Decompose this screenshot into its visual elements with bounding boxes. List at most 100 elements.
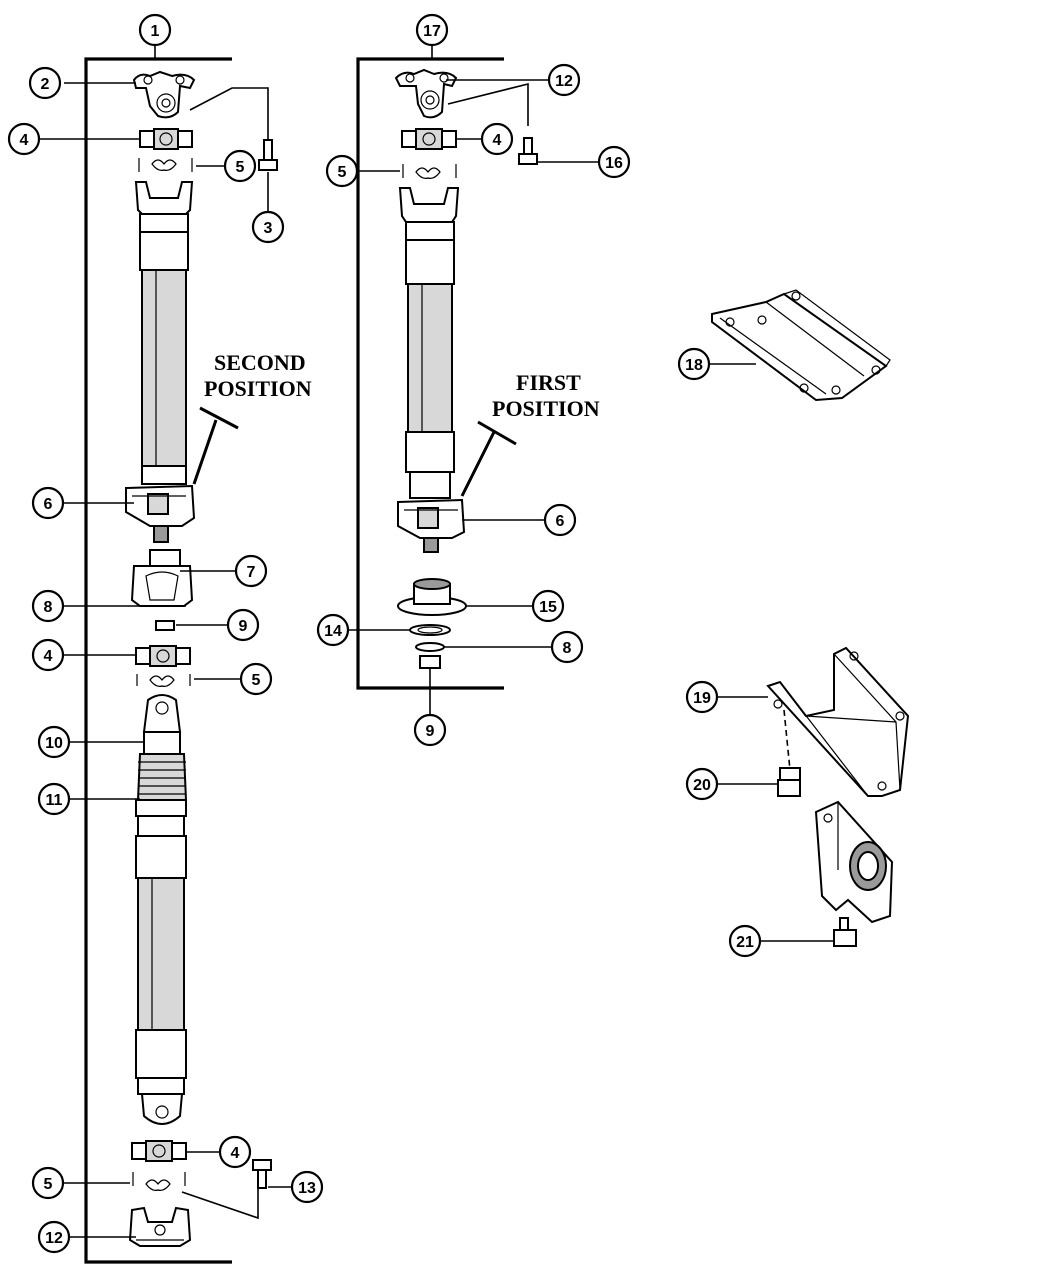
svg-text:4: 4 xyxy=(231,1145,240,1162)
svg-text:3: 3 xyxy=(264,220,273,237)
bolt-20 xyxy=(777,767,801,797)
mounting-bracket-19 xyxy=(766,646,910,797)
nut-9-assembly-17 xyxy=(419,655,441,669)
callout-7: 7 xyxy=(234,554,268,588)
svg-text:20: 20 xyxy=(693,777,711,794)
callout-4a: 4 xyxy=(7,122,41,156)
washer-8 xyxy=(415,642,445,652)
companion-flange-15 xyxy=(397,578,467,616)
callout-6a: 6 xyxy=(31,486,65,520)
svg-text:17: 17 xyxy=(423,23,441,40)
callout-2: 2 xyxy=(28,66,62,100)
svg-text:4: 4 xyxy=(44,648,53,665)
callout-10: 10 xyxy=(37,725,71,759)
callout-6b: 6 xyxy=(543,503,577,537)
assembly-17-frame xyxy=(356,44,504,690)
u-joint-lower xyxy=(131,1140,187,1162)
propeller-shaft-assembly-17 xyxy=(398,187,460,499)
u-joint-assembly-17 xyxy=(401,128,457,150)
second-position-line2: POSITION xyxy=(204,376,312,401)
nut-9 xyxy=(155,620,175,631)
callout-11: 11 xyxy=(37,782,71,816)
svg-text:7: 7 xyxy=(247,564,256,581)
svg-text:19: 19 xyxy=(693,690,711,707)
callout-12a: 12 xyxy=(37,1220,71,1254)
callout-14: 14 xyxy=(316,613,350,647)
svg-text:9: 9 xyxy=(239,618,248,635)
u-joint-upper xyxy=(139,128,193,150)
callout-15: 15 xyxy=(531,589,565,623)
u-joint-middle xyxy=(135,645,191,667)
svg-text:16: 16 xyxy=(605,155,623,172)
first-position-label: FIRST POSITION xyxy=(460,370,600,497)
svg-text:13: 13 xyxy=(298,1180,316,1197)
svg-text:6: 6 xyxy=(44,496,53,513)
callout-4d: 4 xyxy=(480,122,514,156)
svg-text:10: 10 xyxy=(45,735,63,752)
svg-text:4: 4 xyxy=(20,132,29,149)
callout-13: 13 xyxy=(290,1170,324,1204)
washer-14 xyxy=(409,624,451,636)
svg-text:9: 9 xyxy=(426,723,435,740)
callout-8b: 8 xyxy=(550,630,584,664)
svg-text:14: 14 xyxy=(324,623,342,640)
svg-text:2: 2 xyxy=(41,76,50,93)
center-bearing-assembly-17 xyxy=(397,498,466,553)
svg-text:8: 8 xyxy=(563,640,572,657)
svg-text:12: 12 xyxy=(555,73,573,90)
center-bearing-bracket xyxy=(814,800,894,924)
callout-5a: 5 xyxy=(223,149,257,183)
callout-1: 1 xyxy=(138,13,172,47)
callout-4c: 4 xyxy=(218,1135,252,1169)
svg-text:15: 15 xyxy=(539,599,557,616)
svg-text:5: 5 xyxy=(338,164,347,181)
bolt-13 xyxy=(252,1159,272,1189)
callout-18: 18 xyxy=(677,347,711,381)
mounting-bracket-18 xyxy=(711,289,891,402)
svg-text:5: 5 xyxy=(44,1176,53,1193)
callout-21: 21 xyxy=(728,924,762,958)
callout-5c: 5 xyxy=(31,1166,65,1200)
svg-text:12: 12 xyxy=(45,1230,63,1247)
callout-9a: 9 xyxy=(226,608,260,642)
flange-yoke-bottom xyxy=(128,1206,192,1247)
callout-8a: 8 xyxy=(31,589,65,623)
svg-text:11: 11 xyxy=(46,792,63,809)
svg-text:4: 4 xyxy=(493,132,502,149)
callout-9b: 9 xyxy=(413,713,447,747)
callout-3: 3 xyxy=(251,210,285,244)
front-propeller-shaft-section xyxy=(134,181,194,485)
callout-19: 19 xyxy=(685,680,719,714)
second-position-label: SECOND POSITION xyxy=(192,350,312,485)
svg-text:1: 1 xyxy=(151,23,160,40)
callout-16: 16 xyxy=(597,145,631,179)
callout-5b: 5 xyxy=(239,662,273,696)
svg-text:18: 18 xyxy=(685,357,703,374)
retaining-clips-middle xyxy=(136,674,191,687)
first-position-line2: POSITION xyxy=(492,396,600,421)
callout-4b: 4 xyxy=(31,638,65,672)
first-position-line1: FIRST xyxy=(516,370,581,395)
second-position-line1: SECOND xyxy=(214,350,306,375)
bolt-16 xyxy=(518,137,538,165)
center-bearing-left xyxy=(125,484,196,543)
flange-yoke-middle xyxy=(394,68,458,119)
boot-11 xyxy=(136,753,188,801)
retaining-clips-upper xyxy=(138,158,193,172)
callout-12b: 12 xyxy=(547,63,581,97)
rear-propeller-shaft-section xyxy=(135,799,187,1125)
svg-text:5: 5 xyxy=(236,159,245,176)
assembly-1-frame xyxy=(84,44,232,1264)
svg-text:6: 6 xyxy=(556,513,565,530)
slip-yoke-10 xyxy=(142,694,182,755)
svg-text:21: 21 xyxy=(736,934,754,951)
svg-text:8: 8 xyxy=(44,599,53,616)
bolt-21 xyxy=(833,917,857,947)
svg-text:5: 5 xyxy=(252,672,261,689)
callout-20: 20 xyxy=(685,767,719,801)
bolt-3 xyxy=(258,139,278,171)
callout-5d: 5 xyxy=(325,154,359,188)
flange-yoke-top xyxy=(132,70,196,119)
retaining-clips-assembly-17 xyxy=(402,164,457,179)
